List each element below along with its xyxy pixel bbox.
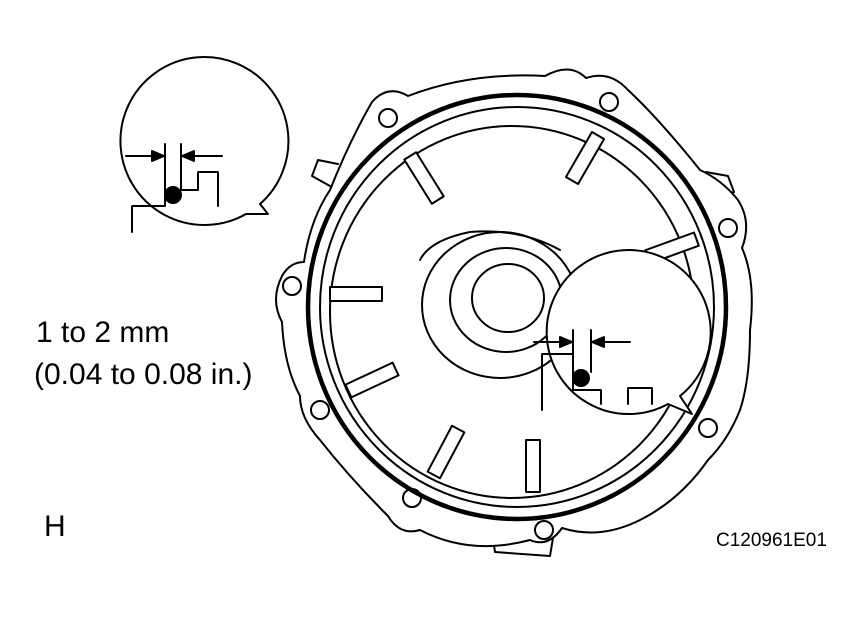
detail-callout-right <box>533 249 712 415</box>
rib <box>525 439 541 493</box>
bolt-hole-bottom <box>534 520 554 540</box>
bolt-hole-right-upper <box>718 218 738 238</box>
rib <box>329 286 383 302</box>
callout-bubble-left <box>119 56 290 226</box>
hub-step <box>419 230 561 261</box>
cover-outer-outline <box>275 68 753 548</box>
bolt-hole-top-right <box>599 92 619 112</box>
figure-id-label: C120961E01 <box>716 530 827 551</box>
seal-ring-inner <box>319 106 715 508</box>
bolt-hole-top-left <box>378 108 398 128</box>
bolt-hole-right-lower <box>698 418 718 438</box>
clearance-mm-label: 1 to 2 mm <box>36 316 170 349</box>
clearance-in-label: (0.04 to 0.08 in.) <box>34 358 253 391</box>
detail-callout-left <box>119 56 290 233</box>
rib <box>426 424 466 480</box>
bolt-hole-left <box>282 276 302 296</box>
rib <box>344 361 400 399</box>
o-ring-dot <box>164 186 182 204</box>
side-tab-left <box>311 159 339 187</box>
view-letter-label: H <box>44 510 66 543</box>
seal-ring-outer <box>305 92 729 522</box>
bolt-hole-left-lower <box>310 400 330 420</box>
o-ring-dot <box>572 369 590 387</box>
rib <box>403 151 445 205</box>
hub-inner <box>471 263 545 333</box>
rib <box>564 130 606 186</box>
ribs <box>329 130 700 493</box>
